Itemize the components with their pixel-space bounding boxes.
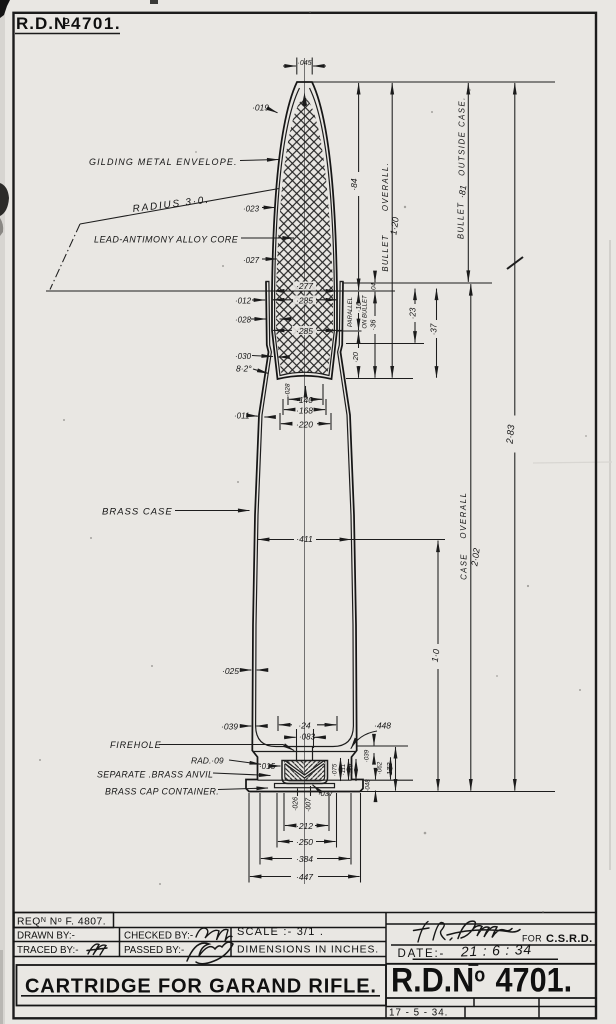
svg-text:FIREHOLE: FIREHOLE: [110, 740, 162, 750]
svg-text:·111: ·111: [340, 764, 347, 775]
svg-text:·045: ·045: [297, 60, 311, 67]
svg-text:ON BULLET: ON BULLET: [363, 294, 369, 329]
svg-text:·119: ·119: [348, 763, 355, 775]
svg-text:CARTRIDGE FOR GARAND RIFLE.: CARTRIDGE FOR GARAND RIFLE.: [25, 975, 377, 997]
svg-text:·019: ·019: [252, 103, 269, 113]
svg-text:·285: ·285: [296, 326, 313, 336]
svg-text:PARALLEL: PARALLEL: [348, 297, 354, 327]
svg-text:·015: ·015: [259, 762, 276, 771]
svg-text:·37: ·37: [430, 323, 439, 335]
svg-text:BRASS CASE: BRASS CASE: [102, 507, 173, 518]
svg-text:21 : 6 : 34: 21 : 6 : 34: [460, 941, 533, 960]
svg-text:·037: ·037: [318, 789, 334, 798]
svg-text:DIMENSIONS IN INCHES.: DIMENSIONS IN INCHES.: [237, 944, 379, 955]
svg-text:C.S.R.D.: C.S.R.D.: [546, 933, 593, 945]
svg-text:·448: ·448: [374, 721, 391, 731]
svg-text:·083: ·083: [299, 733, 316, 742]
svg-text:o: o: [63, 15, 70, 27]
svg-text:2·83: 2·83: [505, 424, 518, 446]
svg-text:·277: ·277: [296, 281, 313, 291]
svg-text:R.D.No 4701.: R.D.No 4701.: [391, 961, 572, 999]
svg-text:BULLET: BULLET: [457, 202, 466, 239]
svg-text:·20: ·20: [351, 351, 360, 363]
svg-text:OUTSIDE CASE.: OUTSIDE CASE.: [458, 96, 467, 176]
svg-text:8·2°: 8·2°: [236, 364, 252, 374]
svg-text:·24: ·24: [298, 721, 311, 731]
svg-text:REQN No F. 4807.: REQN No F. 4807.: [17, 916, 106, 927]
svg-text:·212: ·212: [296, 821, 313, 831]
svg-text:·030: ·030: [235, 352, 252, 361]
svg-text:·250: ·250: [296, 837, 313, 847]
svg-text:·23: ·23: [409, 307, 418, 319]
svg-text:DATE:-: DATE:-: [398, 948, 446, 960]
svg-text:·140: ·140: [296, 395, 313, 405]
svg-text:·025: ·025: [222, 666, 239, 676]
svg-text:BRASS CAP CONTAINER.: BRASS CAP CONTAINER.: [105, 787, 219, 797]
svg-text:RAD.·09: RAD.·09: [191, 756, 224, 766]
svg-text:·285: ·285: [296, 295, 313, 305]
svg-text:·447: ·447: [296, 872, 313, 882]
svg-text:1·0: 1·0: [430, 648, 442, 662]
svg-text:·411: ·411: [296, 534, 313, 544]
svg-text:·011: ·011: [234, 412, 249, 421]
svg-text:·36: ·36: [369, 319, 378, 331]
svg-text:R.D.N: R.D.N: [16, 14, 67, 33]
svg-text:·039: ·039: [221, 722, 238, 732]
svg-text:OVERALL.: OVERALL.: [381, 162, 390, 211]
svg-text:CASE: CASE: [460, 553, 469, 580]
svg-text:GILDING METAL ENVELOPE.: GILDING METAL ENVELOPE.: [89, 157, 238, 167]
svg-text:·023: ·023: [243, 205, 260, 214]
svg-text:DRAWN BY:-: DRAWN BY:-: [17, 931, 75, 942]
svg-text:·84: ·84: [349, 178, 359, 191]
svg-text:·168: ·168: [296, 406, 313, 416]
svg-text:CHECKED BY:-: CHECKED BY:-: [124, 931, 193, 942]
svg-text:LEAD-ANTIMONY ALLOY CORE: LEAD-ANTIMONY ALLOY CORE: [94, 235, 239, 245]
svg-text:BULLET: BULLET: [381, 234, 390, 271]
svg-text:·039: ·039: [364, 749, 371, 762]
svg-text:·384: ·384: [296, 854, 313, 864]
svg-text:17 - 5 - 34.: 17 - 5 - 34.: [389, 1007, 448, 1018]
svg-text:·026: ·026: [293, 797, 300, 811]
svg-text:PASSED BY:-: PASSED BY:-: [124, 945, 184, 956]
svg-text:1·20: 1·20: [388, 216, 400, 235]
svg-text:·16: ·16: [356, 302, 363, 312]
svg-text:·220: ·220: [296, 420, 313, 430]
svg-text:·027: ·027: [243, 256, 260, 265]
svg-text:FOR: FOR: [522, 934, 542, 944]
svg-text:·048: ·048: [365, 779, 372, 792]
svg-text:·012: ·012: [235, 297, 252, 306]
svg-text:·173: ·173: [385, 762, 394, 778]
svg-text:·007: ·007: [306, 797, 313, 812]
svg-text:OVERALL: OVERALL: [459, 491, 468, 538]
svg-text:SEPARATE .BRASS ANVIL: SEPARATE .BRASS ANVIL: [97, 770, 213, 780]
svg-text:·062: ·062: [377, 761, 384, 774]
svg-text:4701.: 4701.: [71, 14, 121, 33]
svg-text:·075: ·075: [332, 763, 339, 776]
svg-text:TRACED BY:-: TRACED BY:-: [17, 945, 79, 956]
svg-text:2·02: 2·02: [469, 547, 482, 567]
svg-text:·028: ·028: [235, 316, 252, 325]
svg-text:SCALE :- 3/1 .: SCALE :- 3/1 .: [237, 926, 324, 938]
svg-text:·028: ·028: [285, 383, 292, 396]
svg-text:·04: ·04: [371, 282, 378, 292]
svg-text:·81: ·81: [457, 184, 469, 198]
